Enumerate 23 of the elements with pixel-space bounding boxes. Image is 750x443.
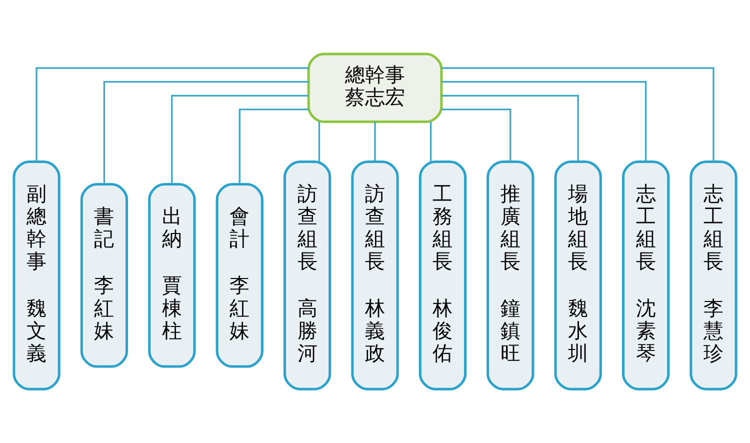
connector [442,94,579,162]
connector [103,81,308,184]
node-box: 出納 賈棟柱 [148,183,196,368]
connector [442,108,512,162]
connector [238,108,308,184]
node-box: 志工組長 李慧珍 [690,160,738,390]
connector [36,67,309,162]
node-box: 副總幹事 魏文義 [12,160,60,390]
connector [171,94,308,184]
node-box: 會計 李紅妹 [216,183,264,368]
node-box: 推廣組長 鐘鎮旺 [486,160,534,390]
node-box: 訪查組長 高勝河 [283,160,332,390]
connector [442,81,647,162]
node-box: 志工組長 沈素琴 [622,160,670,390]
node-box: 訪查組長 林義政 [351,160,399,390]
connector [318,122,320,162]
node-box: 總幹事 蔡志宏 [307,52,443,123]
node-box: 場地組長 魏水圳 [554,160,602,390]
node-box: 工務組長 林俊佑 [418,160,467,390]
connector [441,67,714,162]
connector [430,122,432,162]
connector [374,122,376,162]
node-box: 書記 李紅妹 [80,183,128,368]
